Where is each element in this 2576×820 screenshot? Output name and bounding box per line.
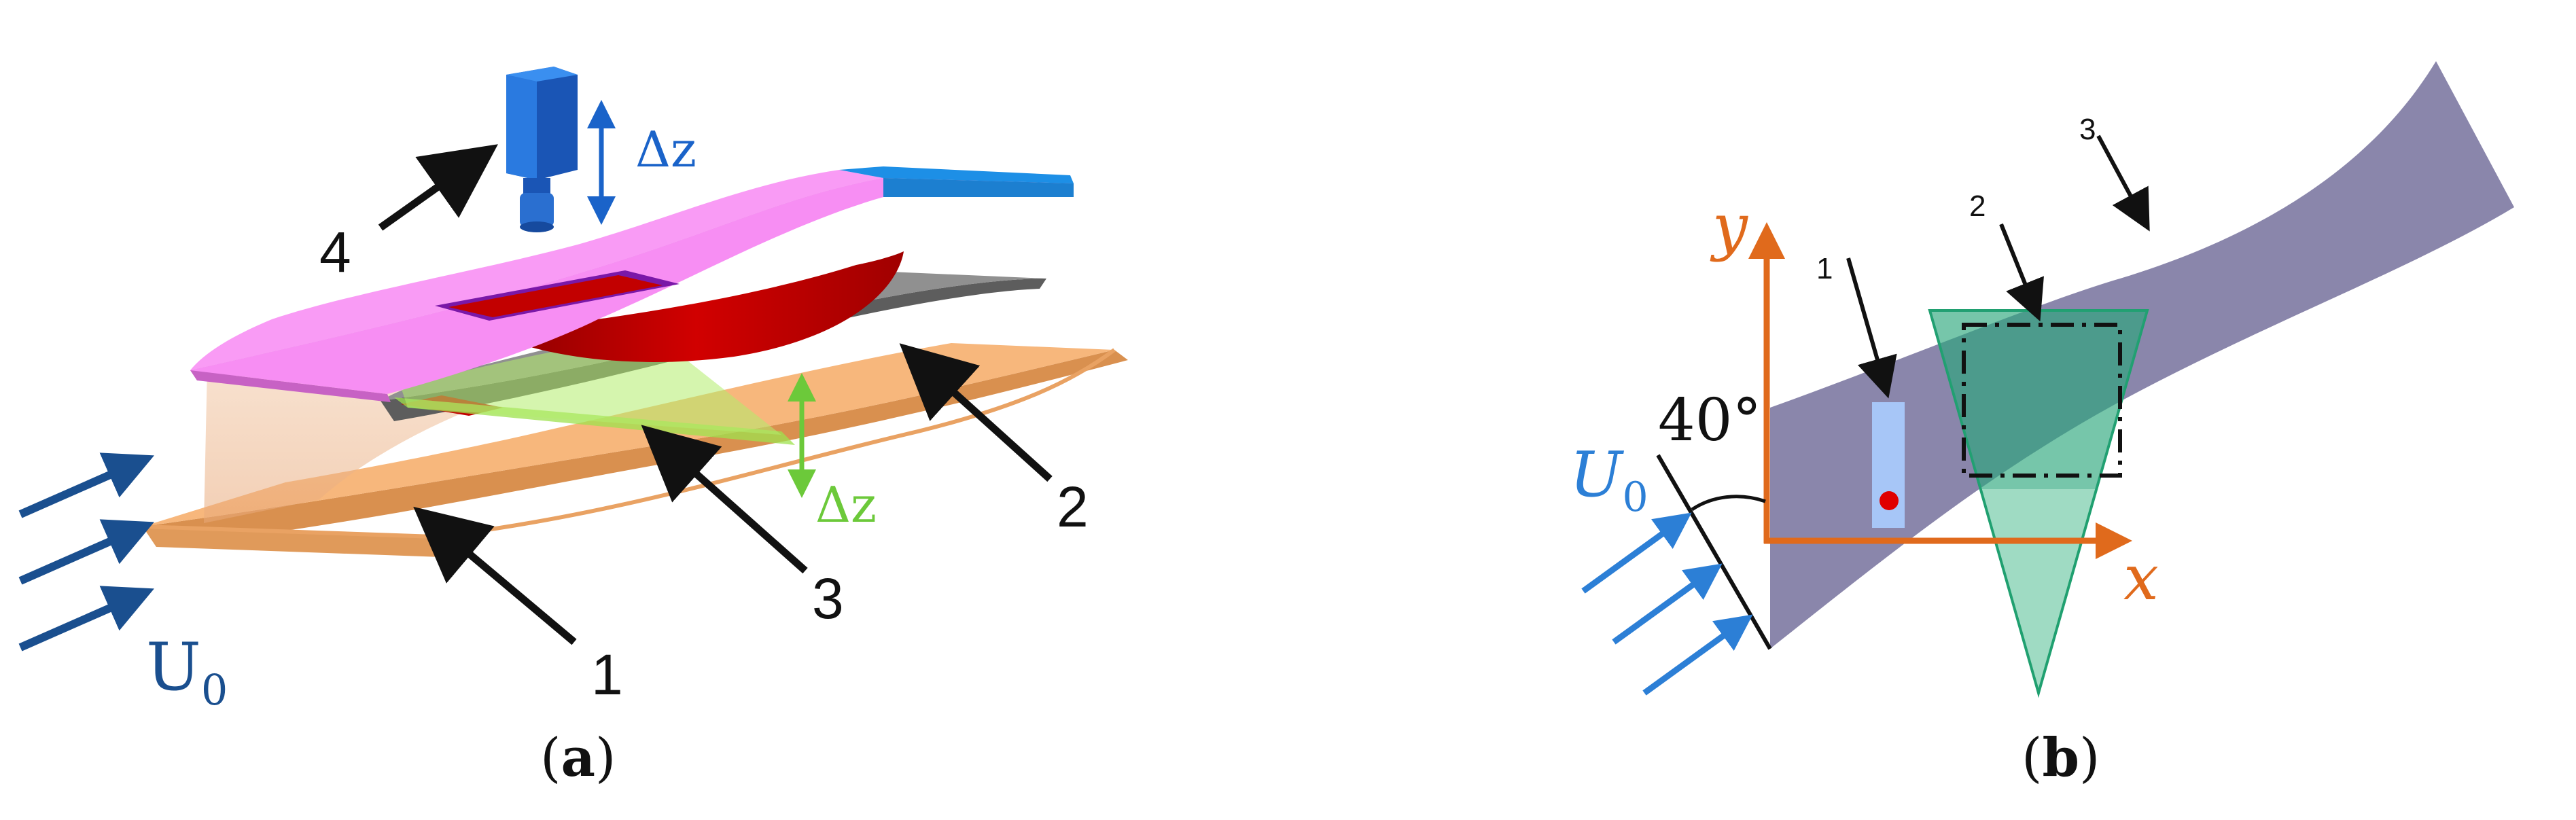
laser-dz-label: Δz: [815, 476, 877, 533]
callout-arrow-1: [413, 506, 577, 645]
callout-label-b1: 1: [1816, 252, 1833, 285]
red-region: [489, 251, 904, 362]
callout-label-4: 4: [319, 220, 351, 284]
callout-label-b3: 3: [2079, 113, 2096, 146]
callout-arrow-2: [899, 343, 1053, 482]
channel-band: [1770, 61, 2514, 649]
blue-end-piece-side: [883, 178, 1074, 197]
callout-label-2: 2: [1057, 475, 1089, 539]
panel-b-schematic: y x 40° U0 1 2 3 (b): [1570, 61, 2514, 789]
caption-b: (b): [2022, 727, 2100, 789]
callout-label-b2: 2: [1969, 190, 1986, 223]
callout-label-1: 1: [591, 643, 623, 707]
callout-arrow-b2: [1999, 223, 2044, 322]
y-axis-label: y: [1710, 190, 1748, 263]
blue-end-piece: [839, 166, 1074, 183]
callout-arrow-4: [378, 144, 498, 231]
measurement-window: [1962, 323, 2122, 478]
x-axis-label: x: [2123, 541, 2159, 614]
fov-overlap: [1930, 310, 2147, 489]
flow-velocity-label-a: U0: [146, 629, 228, 715]
panel-a-schematic: Δz Δz U0 1 2 3 4 (a): [18, 67, 1128, 789]
angle-label: 40°: [1658, 387, 1761, 454]
caption-a: (a): [540, 727, 616, 789]
callout-arrow-b3: [2096, 135, 2150, 232]
camera: [506, 67, 578, 232]
pink-plate: [190, 170, 1074, 402]
probe-point: [1880, 491, 1899, 510]
laser-sheet-fan: [401, 333, 781, 435]
callout-arrow-3: [641, 425, 808, 574]
fov-triangle: [1930, 310, 2147, 693]
flow-arrows-b: [1581, 512, 1753, 696]
camera-dz-label: Δz: [635, 121, 696, 178]
base-plate: [142, 343, 1128, 557]
flow-arrows-a: [18, 452, 154, 652]
angle-arc: [1691, 495, 1766, 512]
callout-label-3: 3: [812, 567, 844, 630]
inlet-line: [1656, 454, 1772, 650]
flow-velocity-label-b: U0: [1570, 438, 1648, 521]
callout-arrow-b1: [1846, 257, 1897, 399]
